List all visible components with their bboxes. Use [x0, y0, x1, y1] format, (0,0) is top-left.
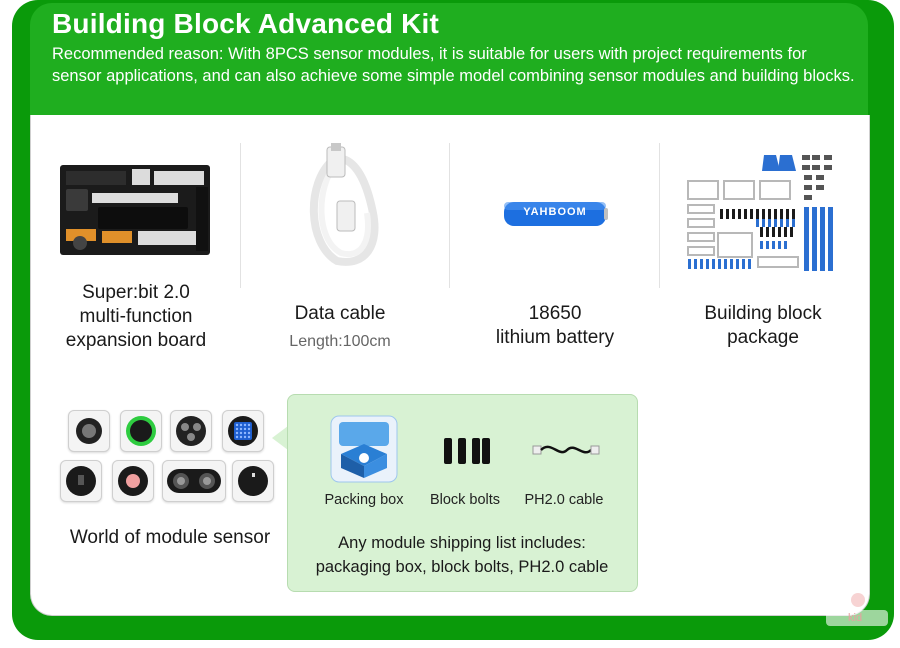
ph-cable-icon — [532, 445, 600, 455]
expansion-board-image — [60, 165, 210, 255]
shipping-list-text: Any module shipping list includes: packa… — [315, 534, 609, 576]
bubble-tail — [272, 426, 288, 450]
battery-image — [504, 202, 608, 226]
sensor-module-icon — [120, 410, 162, 452]
ph-cable-label: PH2.0 cable — [524, 492, 604, 508]
sensor-module-icon — [232, 460, 274, 502]
sensor-module-icon — [68, 410, 110, 452]
block-bolts-icon — [444, 438, 490, 464]
packing-box-icon — [330, 415, 398, 483]
battery-brand-text: YAHBOOM — [523, 206, 587, 218]
data-cable-length: Length:100cm — [289, 333, 391, 350]
recommendation-text: Recommended reason: With 8PCS sensor mod… — [52, 45, 855, 85]
sensor-module-icon — [222, 410, 264, 452]
block-bolts-label: Block bolts — [429, 492, 501, 508]
data-cable-image — [309, 143, 379, 266]
divider — [659, 143, 660, 288]
building-blocks-image — [687, 155, 833, 271]
packing-box-label: Packing box — [324, 492, 404, 508]
header-banner — [30, 3, 868, 115]
divider — [449, 143, 450, 288]
building-block-name: Building block package — [704, 303, 822, 348]
sensor-module-icon — [170, 410, 212, 452]
sensor-module-icon — [162, 460, 226, 502]
page-title: Building Block Advanced Kit — [52, 8, 440, 39]
board-name: Super:bit 2.0 multi-function expansion b… — [65, 282, 207, 351]
sensor-module-icon — [60, 460, 102, 502]
divider — [240, 143, 241, 288]
watermark-logo: kid — [822, 588, 892, 628]
sensor-world-label: World of module sensor — [69, 527, 271, 548]
data-cable-name: Data cable — [294, 303, 386, 324]
sensor-module-icon — [112, 460, 154, 502]
battery-name: 18650 lithium battery — [495, 303, 615, 348]
